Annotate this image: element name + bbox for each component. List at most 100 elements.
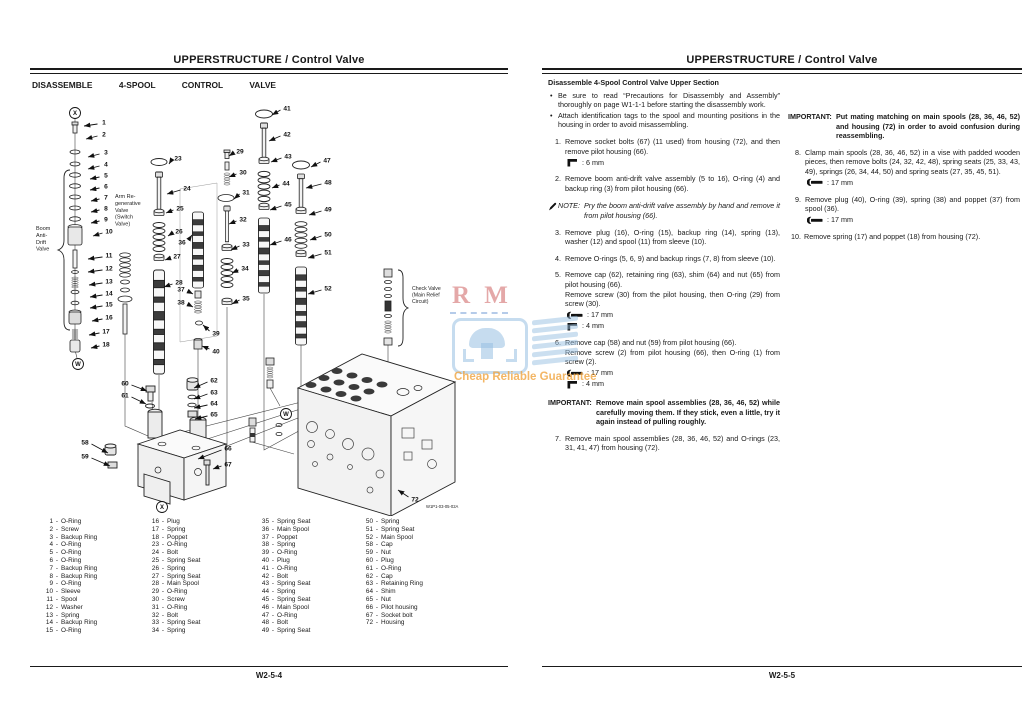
callout-arrow [167,230,175,237]
part-number-label: 26 [175,228,183,235]
part-number-label: 48 [324,179,332,186]
part-number-label: 47 [323,157,331,164]
diagram-label-line: Boom [36,226,51,232]
part-entry: 35-Spring Seat [261,518,311,525]
part-number-callouts: 1234567891011121314151617182324252627282… [81,105,419,503]
part-entry: 26-Spring [151,564,186,572]
hex-wrench-icon [567,322,577,331]
header-rule [30,68,508,74]
step-number: 1. [555,136,561,146]
part-entry: 12-Washer [45,603,83,611]
part-number-label: 37 [177,286,185,293]
part-number-label: 31 [242,189,250,196]
part-number-label: 18 [102,341,110,348]
part-entry: 4-O-Ring [49,541,82,549]
step-number: 2. [555,174,561,184]
section-heading: Disassemble 4-Spool Control Valve Upper … [548,78,719,87]
hex-wrench-icon [567,380,577,389]
page-left: UPPERSTRUCTURE / Control Valve DISASSEMB… [28,0,510,723]
part-number-label: 13 [105,278,113,285]
part-number-label: 4 [104,161,108,168]
part-number-label: 25 [176,205,184,212]
callout-arrow [90,208,100,213]
part-number-label: 6 [104,183,108,190]
callout-arrow [186,301,194,308]
wrench-icon [567,369,583,377]
callout-arrow [193,393,208,400]
callout-arrow [269,240,282,246]
part-entry: 72-Housing [365,619,405,627]
part-entry: 18-Poppet [151,533,188,541]
part-number-label: 17 [102,328,110,335]
part-entry: 48-Bolt [261,619,289,627]
part-entry: 50-Spring [365,518,400,525]
callout-arrow [88,281,103,287]
spool-assembly-1 [150,158,168,375]
procedure-step: 7.Remove main spool assemblies (28, 36, … [548,434,780,453]
callout-arrow [90,344,100,349]
diagram-label-line: Circuit) [412,299,429,305]
part-number-label: 45 [284,201,292,208]
part-number-label: 38 [177,299,185,306]
part-number-label: 62 [210,377,218,384]
callout-arrow [197,449,222,460]
callout-arrow [307,253,322,259]
part-entry: 5-O-Ring [49,549,82,557]
part-entry: 46-Main Spool [261,603,309,611]
part-entry: 58-Cap [365,541,393,549]
part-number-label: 59 [81,453,89,460]
part-number-label: 9 [104,216,108,223]
part-entry: 29-O-Ring [151,588,188,596]
callout-arrow [91,457,111,467]
spool-assembly-3 [217,149,235,305]
part-entry: 25-Spring Seat [151,556,201,564]
callout-arrow [89,293,103,299]
callout-arrow [228,172,237,178]
spool-assembly-2 [192,211,204,350]
callout-arrow [163,282,173,288]
part-entry: 3-Backup Ring [49,533,98,541]
section-marker-circle [72,358,84,370]
callout-arrow [92,231,103,237]
part-number-label: 60 [121,380,129,387]
callout-arrow [165,208,174,214]
part-number-label: 30 [239,169,247,176]
part-number-label: 44 [282,180,290,187]
part-number-label: 41 [283,105,291,112]
part-entry: 38-Spring [261,541,296,549]
part-entry: 36-Main Spool [261,525,309,533]
note-block: NOTE:Pry the boom anti-drift valve assem… [548,201,780,220]
bullet-icon: • [550,110,553,120]
page-right: UPPERSTRUCTURE / Control Valve Disassemb… [540,0,1024,723]
page-number: W2-5-4 [255,671,283,680]
part-number-label: 34 [241,265,249,272]
procedure-step: 9.Remove plug (40), O-ring (39), spring … [788,195,1020,225]
part-number-label: 46 [284,236,292,243]
part-entry: 51-Spring Seat [365,525,415,533]
part-entry: 30-Screw [151,595,185,603]
section-title: DISASSEMBLE 4-SPOOL CONTROL VALVE [32,80,277,90]
part-entry: 41-O-Ring [261,564,298,572]
part-entry: 27-Spring Seat [151,572,201,580]
part-number-label: 63 [210,389,218,396]
tool-size-spec: : 4 mm [567,379,780,389]
part-entry: 49-Spring Seat [261,627,311,635]
arm-regenerative-valve-stack [117,252,133,335]
hex-wrench-icon [567,158,577,167]
callout-arrow [85,134,98,140]
part-number-label: 67 [224,461,232,468]
callout-arrow [271,109,281,116]
part-entry: 65-Nut [365,595,391,603]
page-number: W2-5-5 [768,671,796,680]
callout-arrow [83,122,98,128]
part-entry: 23-O-Ring [151,541,188,549]
callout-arrow [186,234,193,242]
part-entry: 6-O-Ring [49,556,82,564]
callout-arrow [88,331,100,337]
step-number: 10. [791,231,801,241]
tool-size-spec: : 17 mm [807,178,1020,188]
